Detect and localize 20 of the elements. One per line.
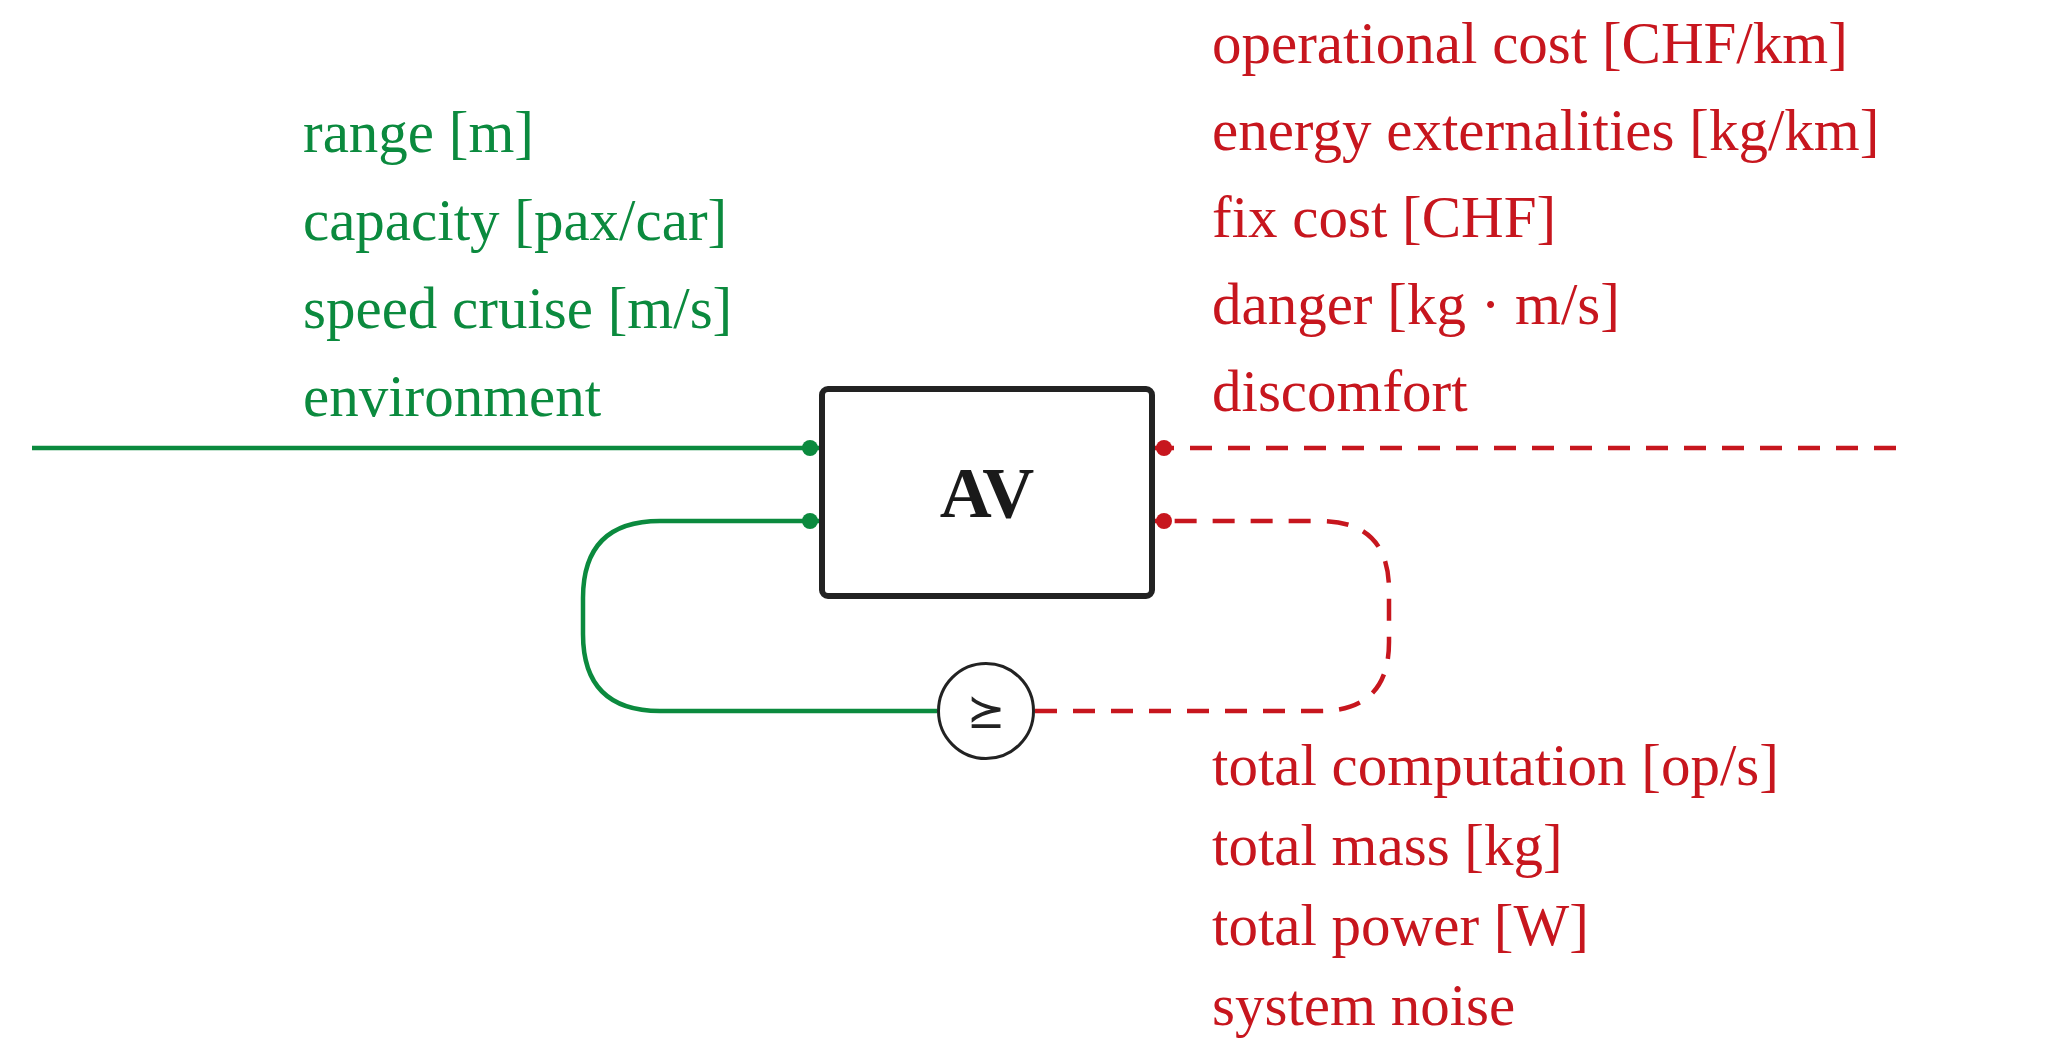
connector-line xyxy=(1155,440,1896,456)
connector-line xyxy=(32,440,819,456)
variable-label: fix cost [CHF] xyxy=(1212,183,1558,252)
variable-label: capacity [pax/car] xyxy=(303,186,729,255)
variable-label: speed cruise [m/s] xyxy=(303,274,733,343)
process-box xyxy=(819,386,1155,599)
variable-label: danger [kg · m/s] xyxy=(1212,270,1621,339)
variable-label: discomfort xyxy=(1212,357,1469,426)
operator-symbol: ⪰ xyxy=(966,688,1006,734)
variable-label: energy externalities [kg/km] xyxy=(1212,96,1880,165)
variable-label: total computation [op/s] xyxy=(1212,731,1779,800)
variable-label: system noise xyxy=(1212,971,1517,1040)
variable-label: total mass [kg] xyxy=(1212,811,1564,880)
variable-label: total power [W] xyxy=(1212,891,1590,960)
variable-label: operational cost [CHF/km] xyxy=(1212,9,1849,78)
box-label: AV xyxy=(939,456,1035,529)
variable-label: range [m] xyxy=(303,98,535,167)
connector-line xyxy=(580,513,937,714)
variable-label: environment xyxy=(303,362,603,431)
connector-line xyxy=(1035,513,1392,714)
